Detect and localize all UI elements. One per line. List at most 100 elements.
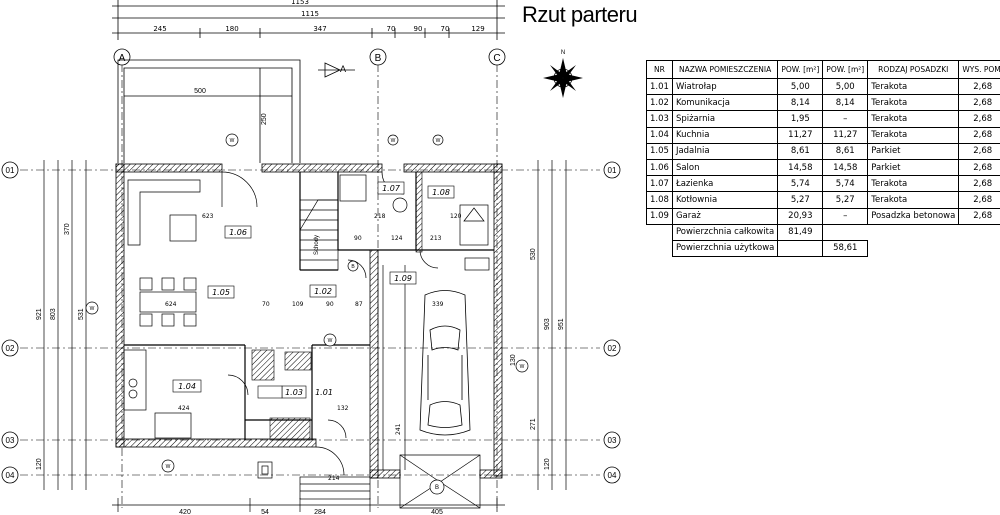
cell-name: Jadalnia <box>671 142 779 160</box>
cell-height: 2,68 <box>958 207 1000 225</box>
usable-label: Powierzchnia użytkowa <box>671 239 779 258</box>
cell-area-2: 11,27 <box>822 126 869 144</box>
dim-213: 213 <box>430 235 442 242</box>
dim-seg-b3: 70 <box>441 25 450 33</box>
blank-cell <box>646 240 673 257</box>
header-name: NAZWA POMIESZCZENIA <box>671 60 779 79</box>
table-row: 1.02 Komunikacja 8,14 8,14 Terakota 2,68 <box>646 94 1000 112</box>
usable-value: 58,61 <box>822 239 869 258</box>
section-arrow <box>318 62 355 78</box>
doors <box>221 171 439 476</box>
cell-area-1: 20,93 <box>777 207 824 225</box>
left-dim-4: 531 <box>78 308 85 320</box>
garage-car <box>419 290 471 436</box>
right-dim-6: 120 <box>544 458 551 470</box>
dim-seg-a2: 180 <box>225 25 238 33</box>
axis-row-04-left: 04 <box>6 471 15 480</box>
dim-87: 87 <box>355 301 363 308</box>
cell-name: Wiatrołap <box>671 77 779 96</box>
marker-w5: W <box>166 464 171 470</box>
dim-90b: 90 <box>354 235 362 242</box>
cell-nr: 1.07 <box>646 175 673 193</box>
cell-name: Łazienka <box>671 175 779 193</box>
bottom-dimension-line <box>112 498 505 512</box>
axis-row-03-right: 03 <box>608 436 617 445</box>
cell-height: 2,68 <box>958 142 1000 160</box>
north-label: N <box>561 50 565 56</box>
marker-b1: B <box>435 485 439 491</box>
axis-row-03-left: 03 <box>6 436 15 445</box>
cell-area-1: 14,58 <box>777 158 824 177</box>
cell-floor: Posadzka betonowa <box>867 207 960 225</box>
header-area-2: POW. [m²] <box>822 60 869 79</box>
dim-second: 1115 <box>301 10 319 18</box>
cell-area-1: 5,27 <box>777 191 824 209</box>
dim-90: 90 <box>326 301 334 308</box>
dim-132: 132 <box>337 405 349 412</box>
table-row: 1.06 Salon 14,58 14,58 Parkiet 2,68 <box>646 158 1000 177</box>
dim-424: 424 <box>178 405 190 412</box>
usable-empty <box>777 239 824 258</box>
bottom-dim-284: 284 <box>314 509 326 515</box>
axis-row-02-right: 02 <box>608 344 617 353</box>
stairs <box>299 199 339 271</box>
cell-nr: 1.02 <box>646 94 673 112</box>
side-dimension-lines <box>43 160 567 490</box>
cell-area-2: – <box>822 207 869 225</box>
terrace-outline <box>117 59 301 163</box>
header-nr: NR <box>646 60 673 79</box>
room-label-101: 1.01 <box>315 388 333 397</box>
cell-name: Kuchnia <box>671 126 779 144</box>
axis-row-02-left: 02 <box>6 344 15 353</box>
dim-218: 218 <box>374 213 386 220</box>
cell-area-1: 5,74 <box>777 175 824 193</box>
right-dim-5: 271 <box>530 418 537 430</box>
cell-area-1: 8,14 <box>777 94 824 112</box>
dim-seg-a1: 245 <box>153 25 166 33</box>
total-value: 81,49 <box>777 223 824 241</box>
cell-nr: 1.08 <box>646 191 673 209</box>
cell-name: Kotłownia <box>671 191 779 209</box>
dim-339: 339 <box>432 301 444 308</box>
cell-nr: 1.04 <box>646 126 673 144</box>
cell-name: Garaż <box>671 207 779 225</box>
furniture <box>123 174 490 439</box>
left-dim-3: 370 <box>64 223 71 235</box>
marker-w3: W <box>520 364 525 370</box>
room-label-102: 1.02 <box>314 287 332 296</box>
room-label-108: 1.08 <box>432 188 450 197</box>
dim-120: 120 <box>450 213 462 220</box>
right-dim-3: 951 <box>558 318 565 330</box>
marker-w4: W <box>328 338 333 344</box>
cell-area-2: 5,74 <box>822 175 869 193</box>
dim-214: 214 <box>328 475 340 482</box>
table-row: 1.03 Spiżarnia 1,95 – Terakota 2,68 <box>646 110 1000 128</box>
dim-seg-b2: 90 <box>414 25 423 33</box>
row-axis-markers <box>1 161 621 484</box>
cell-area-1: 8,61 <box>777 142 824 160</box>
room-label-109: 1.09 <box>394 274 412 283</box>
total-label: Powierzchnia całkowita <box>671 223 779 241</box>
section-label: A <box>340 64 346 74</box>
table-row: 1.09 Garaż 20,93 – Posadzka betonowa 2,6… <box>646 207 1000 225</box>
dim-seg-a3: 347 <box>313 25 326 33</box>
room-schedule-table: NR NAZWA POMIESZCZENIA POW. [m²] POW. [m… <box>646 60 1000 258</box>
cell-nr: 1.05 <box>646 142 673 160</box>
right-dim-1: 530 <box>530 248 537 260</box>
cell-area-2: – <box>822 110 869 128</box>
room-label-104: 1.04 <box>178 382 196 391</box>
dim-overall: 1153 <box>291 0 309 6</box>
dim-624: 624 <box>165 301 177 308</box>
cell-height: 2,68 <box>958 110 1000 128</box>
axis-label-c: C <box>493 53 500 64</box>
room-label-105: 1.05 <box>212 288 230 297</box>
cell-floor: Terakota <box>867 94 960 112</box>
cell-name: Salon <box>671 158 779 177</box>
cell-height: 2,68 <box>958 175 1000 193</box>
axis-row-01-right: 01 <box>608 166 617 175</box>
table-row: 1.04 Kuchnia 11,27 11,27 Terakota 2,68 <box>646 126 1000 144</box>
room-label-103: 1.03 <box>285 388 303 397</box>
garage-ramp <box>382 265 481 509</box>
right-dim-2: 903 <box>544 318 551 330</box>
cell-nr: 1.01 <box>646 77 673 96</box>
